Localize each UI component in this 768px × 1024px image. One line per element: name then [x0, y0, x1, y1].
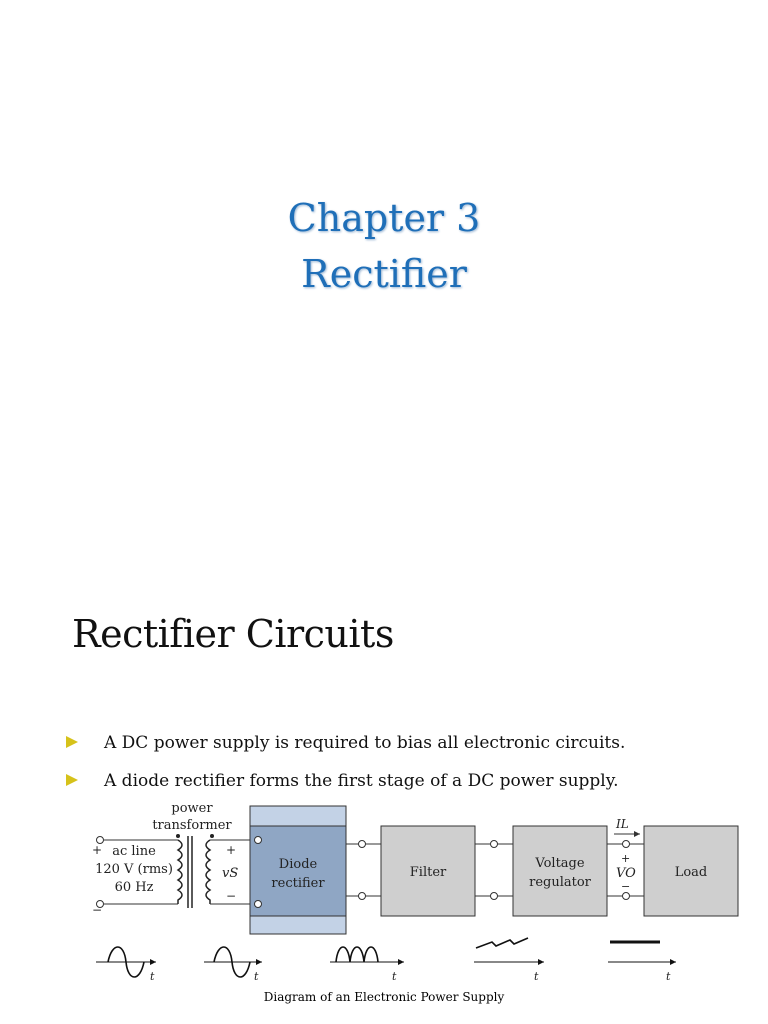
content-slide: Rectifier Circuits A DC power supply is …: [0, 512, 768, 1024]
bullet-item: A diode rectifier forms the first stage …: [66, 766, 625, 804]
regulator-label: Voltage: [534, 856, 584, 871]
regulator-label: regulator: [529, 875, 592, 890]
svg-text:t: t: [254, 970, 259, 983]
svg-text:t: t: [150, 970, 155, 983]
regulator-block: [512, 825, 608, 917]
title-slide: Chapter 3 Rectifier: [0, 190, 768, 302]
svg-text:+: +: [621, 852, 630, 865]
load-label: Load: [675, 865, 708, 880]
svg-text:+: +: [92, 843, 102, 857]
svg-text:t: t: [392, 970, 397, 983]
arrow-bullet-icon: [66, 736, 78, 748]
transformer-label: power: [171, 801, 213, 816]
vs-label: vS: [222, 866, 238, 881]
chapter-number: Chapter 3: [287, 196, 481, 240]
source-label: ac line: [112, 844, 156, 859]
chapter-title: Chapter 3 Rectifier: [0, 190, 768, 302]
filter-label: Filter: [410, 865, 447, 880]
input-terminal: [96, 836, 104, 844]
svg-text:−: −: [226, 889, 236, 903]
bullet-text: A diode rectifier forms the first stage …: [104, 771, 619, 791]
source-label: 60 Hz: [115, 880, 154, 895]
il-label: IL: [615, 817, 629, 831]
svg-text:−: −: [92, 903, 102, 917]
bullet-item: A DC power supply is required to bias al…: [66, 728, 625, 766]
svg-text:+: +: [226, 843, 236, 857]
arrow-bullet-icon: [66, 774, 78, 786]
filter-block: [380, 825, 476, 917]
svg-text:−: −: [621, 880, 630, 893]
rectifier-label: rectifier: [271, 876, 325, 891]
load-block: [643, 825, 739, 917]
svg-text:t: t: [534, 970, 539, 983]
rectifier-block: [249, 825, 347, 917]
diagram-caption: Diagram of an Electronic Power Supply: [263, 990, 505, 1004]
waveforms: [96, 937, 676, 978]
source-label: 120 V (rms): [95, 862, 173, 877]
svg-text:t: t: [666, 970, 671, 983]
transformer-label: transformer: [152, 818, 232, 833]
slide-heading: Rectifier Circuits: [72, 612, 394, 656]
bullet-list: A DC power supply is required to bias al…: [66, 728, 625, 804]
power-supply-diagram: power transformer + − ac line 120 V (rms…: [92, 801, 739, 983]
vo-label: VO: [616, 866, 636, 881]
rectifier-label: Diode: [279, 857, 318, 872]
input-terminal: [96, 900, 104, 908]
bullet-text: A DC power supply is required to bias al…: [104, 733, 626, 753]
transformer-icon: [176, 836, 212, 908]
chapter-topic: Rectifier: [301, 252, 467, 296]
